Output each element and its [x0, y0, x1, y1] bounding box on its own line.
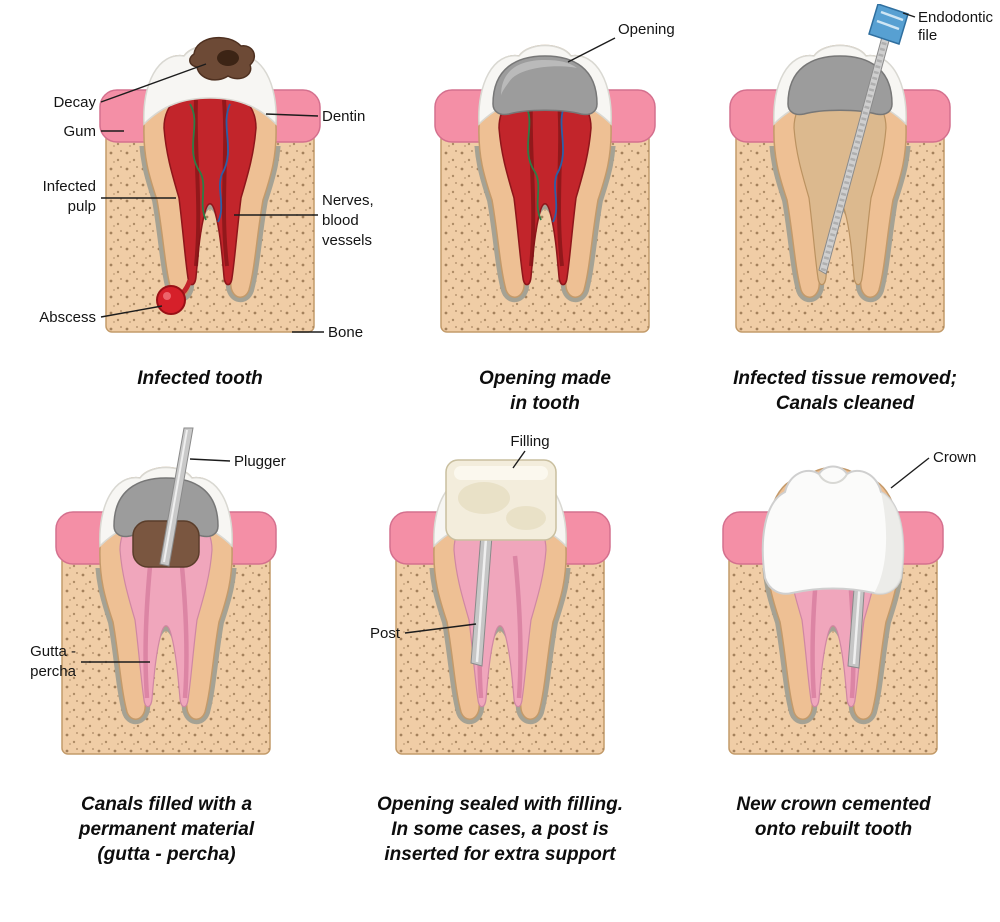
row-1: Decay Gum Infected pulp Abscess Dentin N…	[0, 0, 1000, 416]
caption-step-3: Infected tissue removed; Canals cleaned	[733, 368, 957, 415]
endodontic-file-label: file	[918, 27, 937, 44]
post-highlight	[475, 538, 487, 663]
abscess-highlight	[163, 292, 171, 300]
opened-tooth-figure	[434, 44, 656, 333]
caption-step-5: Opening sealed with filling. In some cas…	[377, 794, 623, 866]
caption-step-4: Canals filled with a permanent material …	[78, 794, 255, 866]
abscess	[156, 285, 186, 315]
panel-3-illustration: Endodontic file	[729, 4, 994, 333]
nerve-fiber	[524, 103, 542, 221]
filling-leader-line	[511, 450, 526, 469]
root-canal-steps-diagram: Decay Gum Infected pulp Abscess Dentin N…	[0, 0, 1000, 867]
plugger-leader-line	[189, 458, 231, 462]
cleaned-tooth-figure	[729, 44, 951, 333]
nerve-fiber	[217, 103, 231, 223]
filling-label: Filling	[510, 433, 549, 450]
panel-new-crown: Crown New crown cemented onto rebuilt to…	[667, 426, 1000, 842]
gutta-percha-label: Gutta -	[30, 643, 76, 660]
crown-shading	[874, 492, 904, 594]
endodontic-file-leader-line	[902, 12, 916, 18]
plugger-label: Plugger	[234, 453, 286, 470]
panel-canals-filled: Plugger Gutta - percha Canals filled wit…	[0, 426, 333, 867]
decay-label: Decay	[53, 94, 96, 111]
file-threads	[820, 24, 892, 272]
endodontic-file-icon	[818, 4, 909, 275]
panel-opening-made: Opening Opening made in tooth	[400, 4, 690, 416]
crown-leader-line	[890, 457, 930, 489]
caption-step-2: Opening made in tooth	[479, 368, 611, 415]
opening-leader-line	[567, 37, 616, 63]
infected-pulp-label: pulp	[68, 198, 96, 215]
access-opening	[113, 477, 219, 538]
blood-vessel	[193, 99, 201, 267]
caption-step-6: New crown cemented onto rebuilt tooth	[736, 794, 931, 841]
infected-pulp	[498, 87, 592, 286]
panel-5-illustration: Filling Post	[369, 433, 611, 755]
gum-label: Gum	[63, 123, 96, 140]
bone-label: Bone	[328, 324, 363, 341]
blood-vessel	[557, 99, 564, 267]
panel-4-illustration: Plugger Gutta - percha	[30, 427, 286, 755]
nerves-label: blood	[322, 212, 359, 229]
plugger-instrument	[159, 427, 194, 567]
panel-infected-tooth: Decay Gum Infected pulp Abscess Dentin N…	[0, 4, 400, 391]
blood-vessel	[222, 99, 229, 267]
canal-fill-line	[512, 555, 523, 699]
crowned-tooth-figure	[722, 465, 944, 755]
panel-canals-cleaned: Endodontic file Infected tissue removed;…	[690, 4, 1000, 416]
file-handle-stripe	[876, 19, 900, 31]
caption-step-1: Infected tooth	[137, 368, 263, 389]
panel-6-illustration: Crown	[722, 449, 976, 755]
dentin-label: Dentin	[322, 108, 365, 125]
plugger-highlight	[163, 429, 188, 563]
infected-pulp-label: Infected	[43, 178, 96, 195]
nerves-label: Nerves,	[322, 192, 374, 209]
panel-filling-sealed: Filling Post Opening sealed with filling…	[333, 426, 667, 867]
blood-vessel	[528, 99, 536, 267]
abscess-label: Abscess	[39, 309, 96, 326]
nerve-fiber	[552, 103, 566, 223]
nerve-fiber	[189, 103, 207, 221]
panel-1-illustration: Decay Gum Infected pulp Abscess Dentin N…	[39, 36, 374, 341]
sealed-tooth-figure	[388, 459, 611, 755]
row-2: Plugger Gutta - percha Canals filled wit…	[0, 426, 1000, 867]
panel-2-illustration: Opening	[434, 21, 675, 333]
gutta-percha-label: percha	[30, 663, 77, 680]
crown-label: Crown	[933, 449, 976, 466]
nerves-label: vessels	[322, 232, 372, 249]
abscess-leader-line	[100, 305, 163, 318]
infected-tooth-figure	[99, 36, 321, 333]
access-opening-highlight	[501, 60, 577, 96]
canal-fill-line	[143, 555, 154, 699]
post-label: Post	[369, 625, 400, 642]
filling-shading	[505, 506, 546, 531]
filled-tooth-figure	[55, 427, 277, 755]
canal-fill-line	[178, 555, 189, 699]
infected-pulp	[163, 87, 257, 286]
filling-shading	[457, 482, 510, 515]
dentin-leader-line	[265, 113, 319, 117]
post-highlight	[852, 580, 862, 665]
decay-core	[217, 50, 239, 66]
post-leader-line	[404, 623, 476, 634]
opening-label: Opening	[618, 21, 675, 38]
crown-groove	[818, 473, 848, 485]
filling-highlight	[453, 466, 548, 481]
endodontic-file-label: Endodontic	[918, 9, 994, 26]
file-handle-stripe	[880, 10, 904, 22]
decay-leader-line	[100, 63, 207, 103]
